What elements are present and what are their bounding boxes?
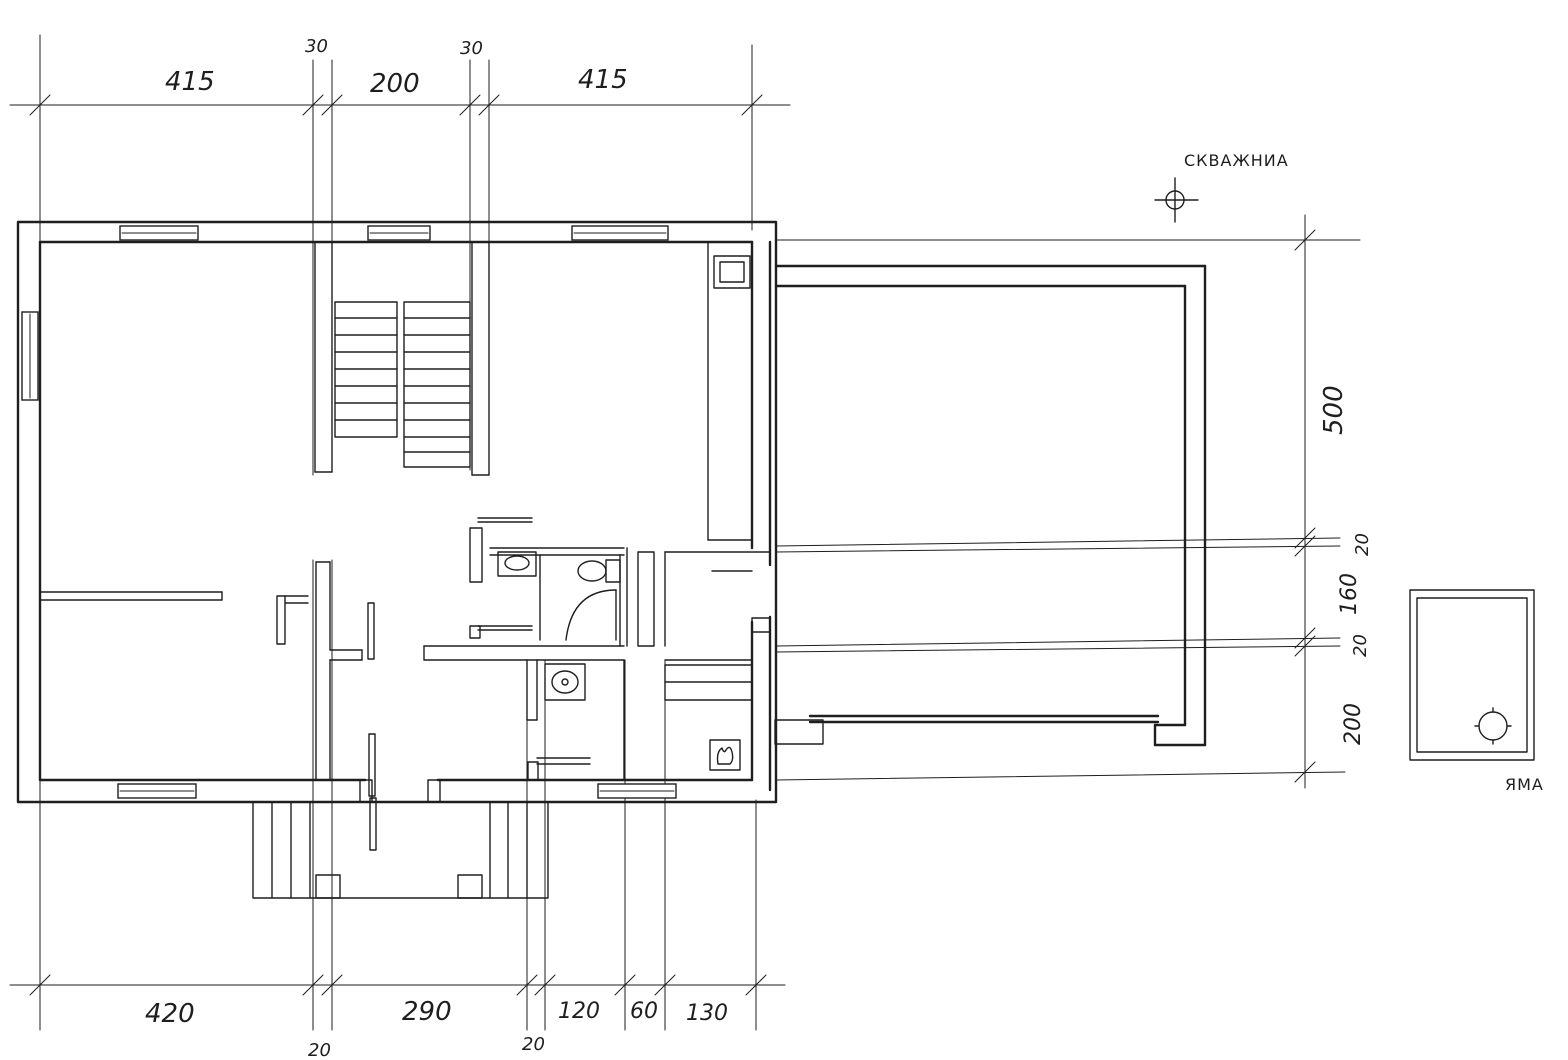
reference-lines <box>39 34 757 1031</box>
front-porch <box>252 779 549 899</box>
dim-top-415-right: 415 <box>578 65 628 95</box>
dim-bottom-60: 60 <box>630 999 658 1024</box>
dim-top-30-right: 30 <box>460 38 483 59</box>
top-dimension-line <box>9 94 791 116</box>
dim-top-200: 200 <box>370 69 420 99</box>
interior-staircase <box>314 241 490 476</box>
sink-icon <box>497 551 537 577</box>
interior-partitions <box>39 517 824 851</box>
dim-right-160: 160 <box>1337 573 1362 615</box>
dim-right-200: 200 <box>1341 703 1366 745</box>
windows <box>21 225 677 799</box>
pit-label: ЯМА <box>1505 775 1544 794</box>
annex-walls <box>774 264 1207 747</box>
well-marker-icon <box>1154 177 1199 223</box>
dim-right-500: 500 <box>1319 385 1349 435</box>
dim-bottom-130: 130 <box>686 1001 728 1026</box>
service-room <box>707 241 753 541</box>
dim-bottom-20-left: 20 <box>308 1040 331 1060</box>
dim-bottom-20-right: 20 <box>522 1034 545 1055</box>
pit-marker-icon <box>1409 589 1535 761</box>
dim-top-415-left: 415 <box>165 67 215 97</box>
dim-top-30-left: 30 <box>305 36 328 57</box>
dim-right-20-top: 20 <box>1352 533 1373 556</box>
dim-right-20-bottom: 20 <box>1350 634 1371 657</box>
dim-bottom-420: 420 <box>145 999 195 1029</box>
well-label: СКВАЖНИА <box>1184 151 1289 170</box>
fireplace-icon <box>709 739 741 771</box>
washbasin-icon <box>544 663 586 701</box>
toilet-icon <box>577 559 621 583</box>
right-dimension-line <box>775 214 1361 789</box>
dim-bottom-290: 290 <box>402 997 452 1027</box>
bottom-dimension-line <box>9 974 786 996</box>
dim-bottom-120: 120 <box>558 999 600 1024</box>
